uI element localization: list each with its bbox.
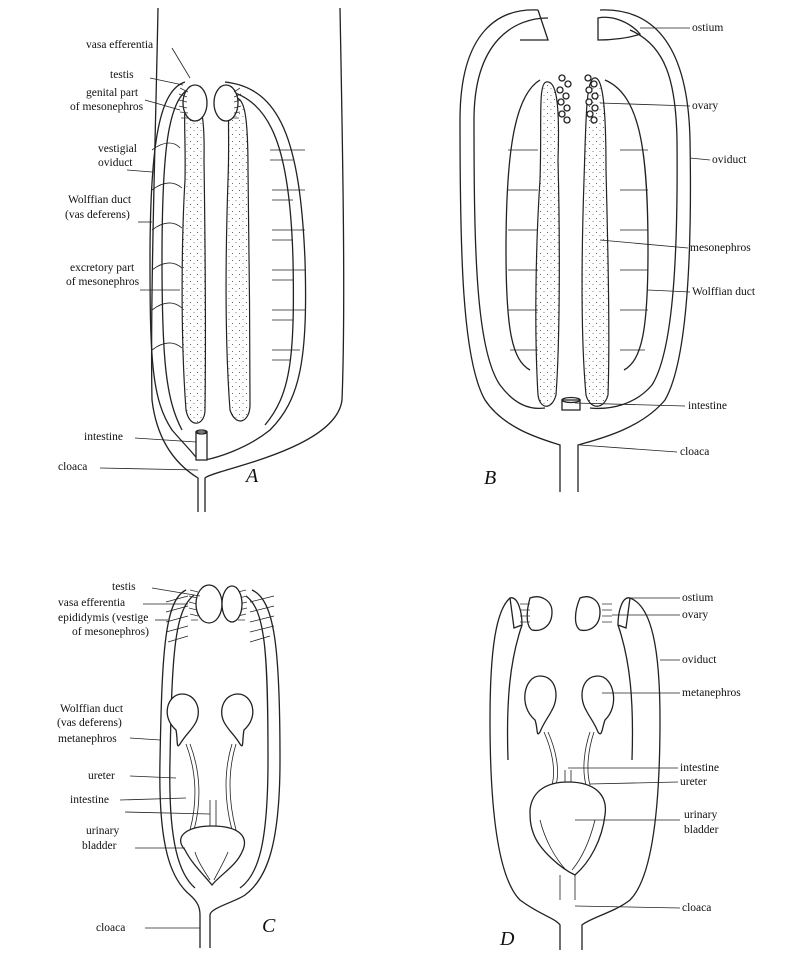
panel-letter-b: B <box>484 467 496 489</box>
label-bladder-d-2: bladder <box>684 824 719 836</box>
label-cloaca-d: cloaca <box>682 902 711 914</box>
label-bladder-c-1: urinary <box>86 825 119 837</box>
panel-letter-d: D <box>499 928 515 950</box>
metanephros-left-c <box>167 694 198 746</box>
label-bladder-d-1: urinary <box>684 809 717 821</box>
label-cloaca-c: cloaca <box>96 922 125 934</box>
label-vestigial-a-2: oviduct <box>98 157 133 169</box>
label-cloaca-a: cloaca <box>58 461 87 473</box>
label-cloaca-b: cloaca <box>680 446 709 458</box>
wolffian-duct-right-c <box>210 590 280 948</box>
label-vasa-efferentia-c: vasa efferentia <box>58 597 125 609</box>
label-wolffian-b: Wolffian duct <box>692 286 756 298</box>
label-testis-c: testis <box>112 581 136 593</box>
wolffian-duct-right-b <box>605 80 648 370</box>
tubules-right <box>270 150 305 360</box>
panel-letter-a: A <box>244 465 259 487</box>
tubules-b <box>508 150 648 350</box>
tubules-left <box>152 143 182 350</box>
panel-letter-c: C <box>262 915 276 937</box>
label-excretory-a-1: excretory part <box>70 262 135 274</box>
oviduct-left-d-outer <box>490 598 560 950</box>
label-ureter-c: ureter <box>88 770 115 782</box>
label-mesonephros-b: mesonephros <box>690 242 751 254</box>
label-intestine-b: intestine <box>688 400 727 412</box>
label-ureter-d: ureter <box>680 776 707 788</box>
label-metanephros-c: metanephros <box>58 733 117 745</box>
vestigial-oviduct-right <box>205 82 306 460</box>
label-genital-part-a-2: of mesonephros <box>70 101 144 113</box>
panel-d: ostium ovary oviduct metanephros intesti… <box>490 592 741 950</box>
label-intestine-c: intestine <box>70 794 109 806</box>
mesonephros-right-b <box>582 78 609 406</box>
testis-right-c <box>222 586 242 622</box>
label-epididymis-c-1: epididymis (vestige <box>58 612 148 624</box>
ostium-left-d <box>510 598 522 628</box>
label-ovary-b: ovary <box>692 100 718 112</box>
metanephros-right-d <box>582 676 614 734</box>
panel-b: ostium ovary oviduct mesonephros Wolffia… <box>460 10 756 492</box>
testis-left <box>183 85 207 121</box>
mesonephros-left <box>182 99 205 423</box>
label-testis-a: testis <box>110 69 134 81</box>
mesonephros-left-b <box>536 82 559 406</box>
panel-a: vasa efferentia testis genital part of m… <box>58 8 344 512</box>
metanephros-right-c <box>222 694 253 746</box>
label-oviduct-b: oviduct <box>712 154 747 166</box>
urinary-bladder-d <box>530 782 605 875</box>
wolffian-duct-left-b <box>506 80 540 370</box>
label-wolffian-a-2: (vas deferens) <box>65 209 130 221</box>
oviduct-right-d-outer <box>582 598 660 950</box>
label-intestine-a: intestine <box>84 431 123 443</box>
wolffian-duct-left-c <box>160 590 200 948</box>
label-metanephros-d: metanephros <box>682 687 741 699</box>
label-ostium-d: ostium <box>682 592 713 604</box>
label-wolffian-c-1: Wolffian duct <box>60 703 124 715</box>
ovary-d <box>520 597 612 631</box>
ostium-right-d <box>618 598 630 628</box>
intestine-a <box>196 432 207 460</box>
label-epididymis-c-2: of mesonephros) <box>72 626 149 638</box>
label-vestigial-a-1: vestigial <box>98 143 137 155</box>
label-bladder-c-2: bladder <box>82 840 117 852</box>
label-wolffian-c-2: (vas deferens) <box>57 717 122 729</box>
ostium-right <box>598 17 640 40</box>
testis-left-c <box>196 585 222 623</box>
metanephros-left-d <box>525 676 556 734</box>
label-ostium-b: ostium <box>692 22 723 34</box>
label-wolffian-a-1: Wolffian duct <box>68 194 132 206</box>
label-vasa-efferentia-a: vasa efferentia <box>86 39 153 51</box>
label-oviduct-d: oviduct <box>682 654 717 666</box>
testis-right <box>214 85 238 121</box>
label-excretory-a-2: of mesonephros <box>66 276 140 288</box>
label-genital-part-a-1: genital part <box>86 87 139 99</box>
label-ovary-d: ovary <box>682 609 708 621</box>
panel-c: testis vasa efferentia epididymis (vesti… <box>57 581 280 948</box>
label-intestine-d: intestine <box>680 762 719 774</box>
mesonephros-right <box>226 98 250 421</box>
urinary-bladder-c <box>181 826 245 885</box>
